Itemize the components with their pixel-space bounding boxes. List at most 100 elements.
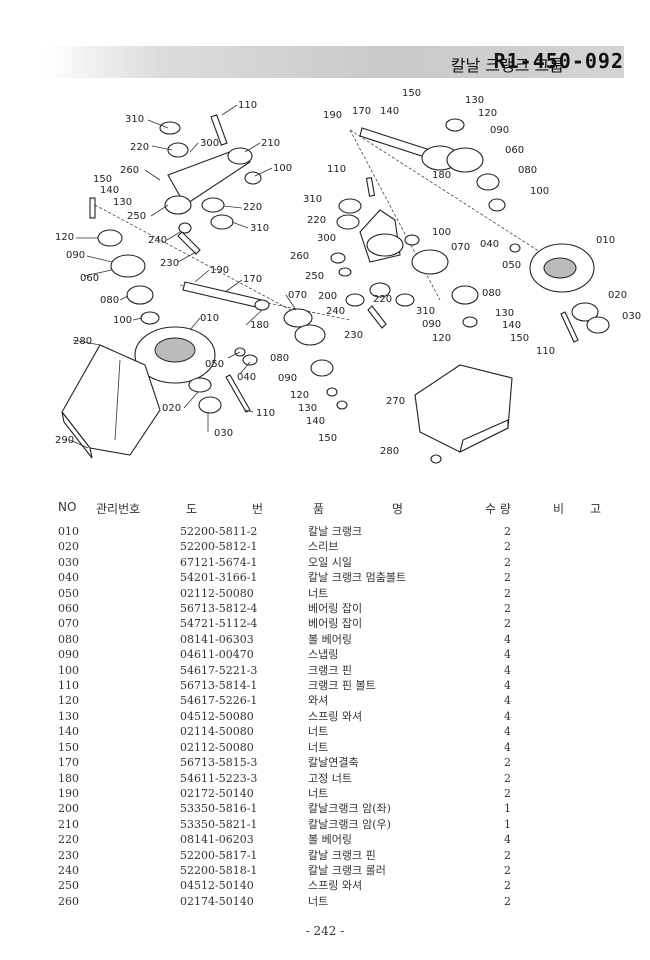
col-header-pum: 품 <box>313 502 325 516</box>
callout-label: 300 <box>317 233 336 244</box>
callout-label: 310 <box>125 114 144 125</box>
row-part-number: 54617-5226-1 <box>180 694 258 708</box>
row-part-name: 칼날크랭크 암(좌) <box>308 802 391 816</box>
callout-label: 280 <box>380 446 399 457</box>
callout-label: 080 <box>100 295 119 306</box>
row-part-number: 02174-50140 <box>180 894 254 908</box>
row-quantity: 4 <box>504 648 511 662</box>
row-part-name: 스냅링 <box>308 648 339 662</box>
row-part-number: 56713-5814-1 <box>180 679 258 693</box>
callout-label: 090 <box>422 319 441 330</box>
assembly-axis <box>349 129 546 256</box>
row-part-number: 52200-5817-1 <box>180 848 258 862</box>
row-quantity: 2 <box>504 848 511 862</box>
row-quantity: 2 <box>504 571 511 585</box>
row-quantity: 2 <box>504 617 511 631</box>
row-part-number: 54201-3166-1 <box>180 571 258 585</box>
callout-label: 270 <box>386 396 405 407</box>
callout-label: 090 <box>66 250 85 261</box>
callout-label: 240 <box>148 235 167 246</box>
col-header-beon: 번 <box>252 502 264 516</box>
callout-label: 230 <box>344 330 363 341</box>
right-crank-disc <box>509 243 610 343</box>
callout-label: 260 <box>120 165 139 176</box>
row-quantity: 4 <box>504 663 511 677</box>
col-header-no: NO <box>58 500 77 514</box>
row-no: 090 <box>58 648 79 662</box>
row-part-name: 크랭크 핀 <box>308 663 352 677</box>
row-part-number: 52200-5811-2 <box>180 525 258 538</box>
row-part-name: 베어링 잡이 <box>308 617 363 631</box>
row-quantity: 4 <box>504 740 511 754</box>
row-no: 260 <box>58 894 79 908</box>
callout-label: 300 <box>200 138 219 149</box>
row-part-number: 08141-06303 <box>180 632 254 646</box>
callout-label: 080 <box>518 165 537 176</box>
callout-label: 060 <box>505 145 524 156</box>
row-quantity: 1 <box>504 817 511 831</box>
row-no: 020 <box>58 540 79 554</box>
callout-label: 110 <box>327 164 346 175</box>
callout-label: 170 <box>352 106 371 117</box>
callout-label: 230 <box>160 258 179 269</box>
col-header-mgmt: 관리번호 <box>96 502 141 516</box>
callout-label: 150 <box>318 433 337 444</box>
row-part-name: 칼날크랭크 암(우) <box>308 817 391 831</box>
row-part-number: 02112-50080 <box>180 740 254 754</box>
callout-label: 130 <box>298 403 317 414</box>
callout-label: 260 <box>290 251 309 262</box>
callout-label: 030 <box>214 428 233 439</box>
left-small-parts <box>89 197 160 325</box>
callout-label: 130 <box>465 95 484 106</box>
page-number: - 242 - <box>305 924 345 938</box>
row-part-name: 너트 <box>308 740 329 754</box>
callout-label: 080 <box>270 353 289 364</box>
row-no: 130 <box>58 709 79 723</box>
row-quantity: 2 <box>504 863 511 877</box>
row-no: 100 <box>58 663 79 677</box>
callout-label: 010 <box>596 235 615 246</box>
row-no: 060 <box>58 602 79 616</box>
callout-label: 050 <box>205 359 224 370</box>
callout-label: 030 <box>622 311 641 322</box>
callout-label: 190 <box>210 265 229 276</box>
row-part-name: 칼날 크랭크 멈춤볼트 <box>308 571 407 585</box>
row-no: 050 <box>58 586 79 600</box>
callout-label: 150 <box>93 174 112 185</box>
callout-label: 120 <box>432 333 451 344</box>
row-no: 180 <box>58 771 79 785</box>
row-no: 040 <box>58 571 79 585</box>
col-header-qty: 수 량 <box>485 502 511 516</box>
callout-label: 220 <box>373 294 392 305</box>
callout-label: 040 <box>480 239 499 250</box>
row-no: 030 <box>58 555 79 569</box>
row-part-name: 볼 베어링 <box>308 632 352 646</box>
row-part-name: 스프링 와셔 <box>308 879 363 893</box>
row-no: 070 <box>58 617 79 631</box>
left-crank-arm <box>159 114 262 255</box>
row-part-number: 52200-5818-1 <box>180 863 258 877</box>
callout-label: 190 <box>323 110 342 121</box>
callout-label: 140 <box>380 106 399 117</box>
callout-label: 240 <box>326 306 345 317</box>
callout-labels: 310 220 300 110 210 100 260 150 140 130 … <box>55 88 641 457</box>
row-no: 010 <box>58 525 79 538</box>
row-no: 150 <box>58 740 79 754</box>
callout-label: 090 <box>490 125 509 136</box>
callout-label: 060 <box>80 273 99 284</box>
row-part-name: 크랭크 핀 볼트 <box>308 679 376 693</box>
row-no: 190 <box>58 786 79 800</box>
